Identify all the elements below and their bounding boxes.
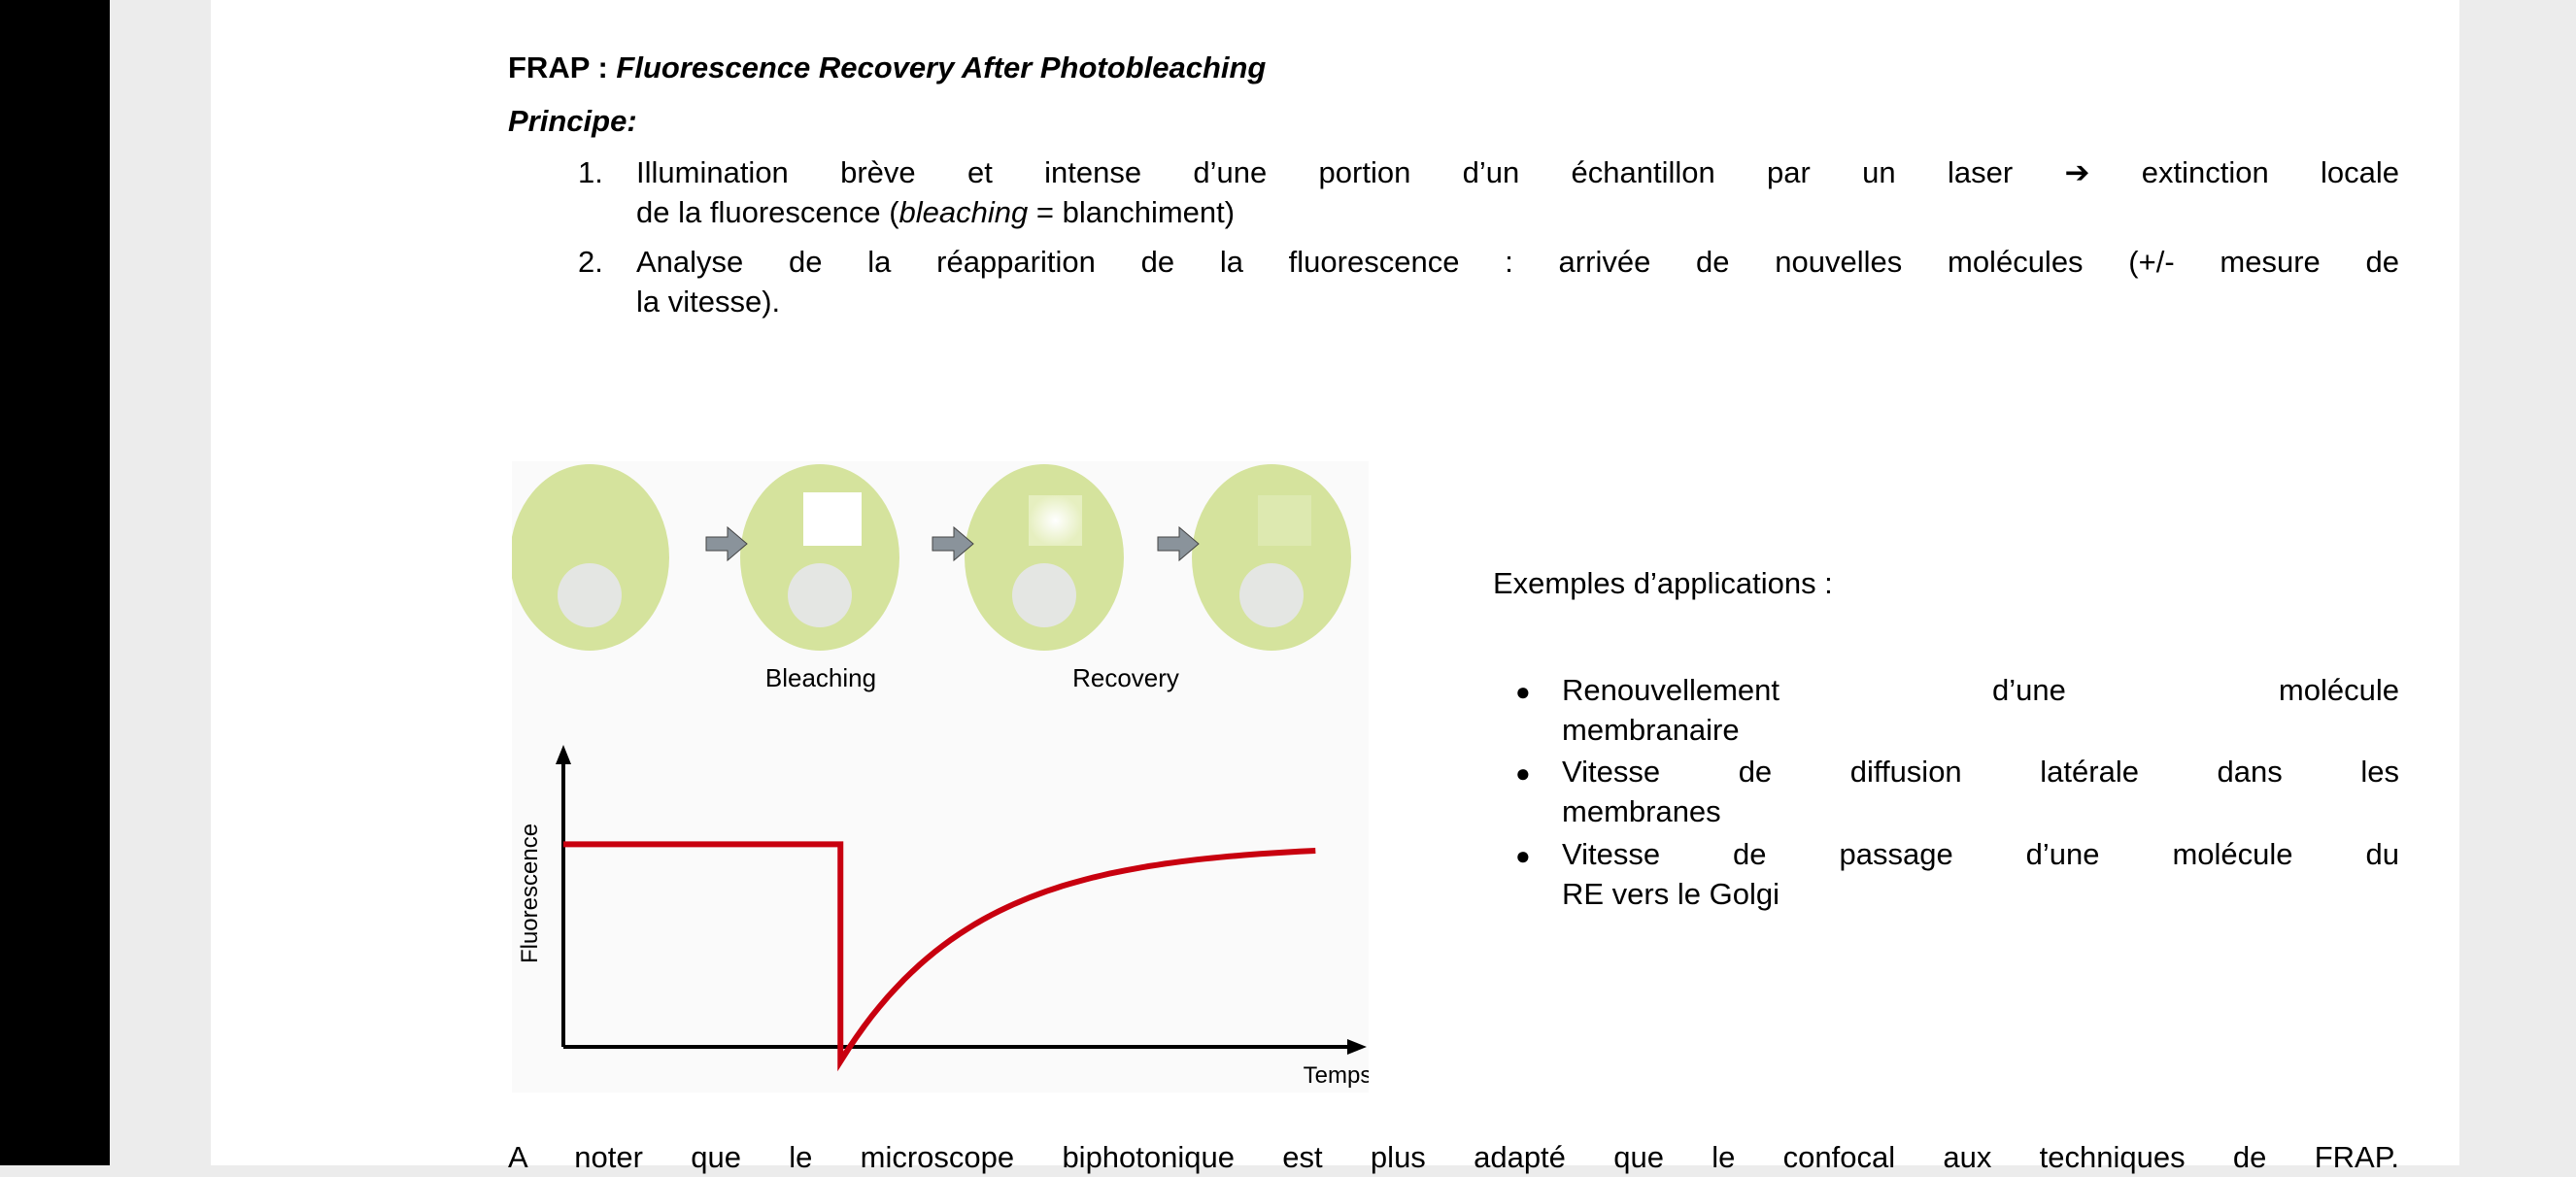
- fluorescence-curve: [563, 841, 1316, 1072]
- application-2-line1: Vitesse de diffusion latérale dans les: [1562, 755, 2399, 789]
- bleached-area: [803, 492, 862, 546]
- application-3-line1: Vitesse de passage d’une molécule du: [1562, 837, 2399, 871]
- cell-1: [512, 464, 669, 651]
- cell-4: [1192, 464, 1351, 651]
- page-title: FRAP : Fluorescence Recovery After Photo…: [508, 49, 1266, 87]
- applications-heading: Exemples d’applications :: [1493, 566, 1833, 600]
- bullet-icon: ●: [1515, 841, 1531, 870]
- bullet-icon: ●: [1515, 758, 1531, 788]
- arrow-icon: [932, 525, 974, 562]
- title-prefix: FRAP :: [508, 50, 617, 84]
- x-axis-label: Temps: [1304, 1062, 1369, 1089]
- step-2-line2: la vitesse).: [636, 285, 781, 319]
- nucleus: [1239, 563, 1304, 627]
- nucleus: [788, 563, 852, 627]
- note-paragraph: A noter que le microscope biphotonique e…: [508, 1140, 2399, 1174]
- left-black-bar: [0, 0, 110, 1165]
- y-axis-arrow-icon: [556, 745, 571, 764]
- label-bleaching: Bleaching: [765, 663, 876, 692]
- arrow-icon: [1157, 525, 1200, 562]
- application-2-line2: membranes: [1562, 794, 1721, 828]
- arrow-icon: [705, 525, 748, 562]
- cell-2: [740, 464, 899, 651]
- application-1-line1: Renouvellement d’une molécule: [1562, 673, 2399, 707]
- bullet-icon: ●: [1515, 677, 1531, 706]
- step-1-text: de la fluorescence (: [636, 195, 899, 229]
- x-axis-arrow-icon: [1347, 1039, 1367, 1055]
- step-number-2: 2.: [578, 245, 603, 279]
- frap-figure: Bleaching Recovery Temps Fluorescence: [512, 461, 1369, 1093]
- nucleus: [558, 563, 622, 627]
- title-italic: Fluorescence Recovery After Photobleachi…: [616, 50, 1267, 84]
- step-1-line1: Illumination brève et intense d’une port…: [636, 155, 2399, 189]
- application-3-line2: RE vers le Golgi: [1562, 877, 1779, 911]
- step-number-1: 1.: [578, 155, 603, 189]
- recovering-area: [1029, 495, 1082, 546]
- step-1-italic: bleaching: [898, 195, 1029, 229]
- y-axis-label: Fluorescence: [517, 824, 543, 963]
- principe-heading: Principe:: [508, 104, 637, 138]
- cell-3: [965, 464, 1124, 651]
- label-recovery: Recovery: [1072, 663, 1179, 692]
- frap-diagram: Bleaching Recovery Temps Fluorescence: [512, 464, 1369, 1089]
- application-1-line2: membranaire: [1562, 713, 1740, 747]
- step-2-line1: Analyse de la réapparition de la fluores…: [636, 245, 2399, 279]
- nucleus: [1012, 563, 1076, 627]
- step-1-line2: de la fluorescence (bleaching = blanchim…: [636, 193, 1235, 232]
- step-1-text-end: = blanchiment): [1028, 195, 1236, 229]
- recovered-area: [1258, 495, 1311, 546]
